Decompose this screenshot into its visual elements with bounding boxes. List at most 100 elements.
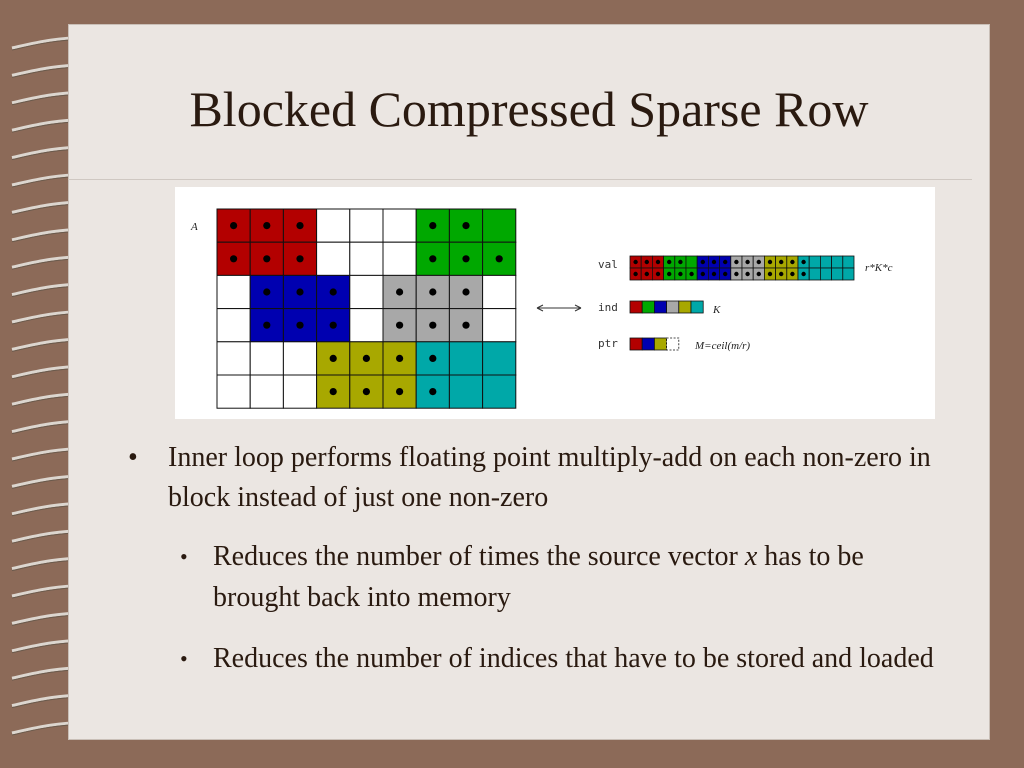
nonzero-dot [296,255,303,262]
nonzero-dot [363,355,370,362]
val-dot [712,272,716,276]
nonzero-dot [330,322,337,329]
nonzero-dot [396,388,403,395]
nonzero-dot [462,322,469,329]
ptr-cell-empty [667,338,679,350]
val-dot [723,260,727,264]
nonzero-dot [462,255,469,262]
ind-size-note: K [712,304,721,316]
matrix-cell [350,309,383,342]
val-cell [686,256,697,268]
ptr-cell [654,338,666,350]
bullet-dot: • [128,438,138,478]
matrix-cell [383,242,416,275]
val-dot [633,272,637,276]
val-array [630,256,854,280]
matrix-cell [483,309,516,342]
bullet-sub-2-text: Reduces the number of indices that have … [213,643,934,674]
nonzero-dot [429,388,436,395]
val-cell [843,268,854,280]
val-dot [745,272,749,276]
matrix-cell [483,275,516,308]
ind-cell [679,301,691,313]
val-dot [667,272,671,276]
nonzero-dot [263,288,270,295]
bullet-sub-1-variable: x [745,541,757,572]
nonzero-dot [396,355,403,362]
val-dot [768,272,772,276]
title-divider [68,179,972,180]
nonzero-dot [429,255,436,262]
val-cell [809,256,820,268]
nonzero-dot [263,322,270,329]
val-dot [667,260,671,264]
val-dot [678,272,682,276]
val-dot [656,260,660,264]
bullet-main: • Inner loop performs floating point mul… [128,438,938,518]
nonzero-dot [263,222,270,229]
bullet-dot: • [180,638,188,679]
nonzero-dot [296,288,303,295]
val-dot [712,260,716,264]
val-dot [633,260,637,264]
matrix-cell [350,275,383,308]
val-dot [734,272,738,276]
ind-label: ind [598,301,618,314]
matrix-cell [483,342,516,375]
val-dot [645,272,649,276]
matrix-cell [250,375,283,408]
ind-cell [630,301,642,313]
matrix-cell [283,342,316,375]
val-dot [801,272,805,276]
ind-cell [642,301,654,313]
val-cell [809,268,820,280]
nonzero-dot [429,322,436,329]
ind-cell [654,301,666,313]
val-dot [801,260,805,264]
nonzero-dot [363,388,370,395]
nonzero-dot [429,222,436,229]
bcsr-diagram: A val r*K*c ind K ptr M=ceil(m/r) [175,187,935,419]
val-dot [779,272,783,276]
matrix-cell [217,309,250,342]
val-dot [790,260,794,264]
ptr-array [630,338,679,350]
nonzero-dot [429,355,436,362]
matrix-cell [449,375,482,408]
val-dot [768,260,772,264]
matrix-cell [483,209,516,242]
nonzero-dot [230,255,237,262]
bullet-sub-2: • Reduces the number of indices that hav… [128,638,938,679]
matrix-cell [350,209,383,242]
ind-cell [691,301,703,313]
matrix-cell [483,375,516,408]
val-dot [656,272,660,276]
matrix-cell [217,375,250,408]
ptr-cell [630,338,642,350]
val-cell [820,268,831,280]
nonzero-dot [330,355,337,362]
ptr-size-note: M=ceil(m/r) [694,340,750,352]
matrix-cell [217,275,250,308]
bullet-main-text: Inner loop performs floating point multi… [168,442,931,513]
val-dot [757,272,761,276]
sparse-matrix-grid [217,209,516,408]
nonzero-dot [263,255,270,262]
ptr-cell [642,338,654,350]
val-dot [734,260,738,264]
val-label: val [598,258,618,271]
nonzero-dot [330,388,337,395]
ptr-label: ptr [598,337,618,350]
matrix-cell [317,242,350,275]
nonzero-dot [429,288,436,295]
val-dot [701,260,705,264]
matrix-cell [250,342,283,375]
val-cell [820,256,831,268]
ind-array [630,301,703,313]
val-size-note: r*K*c [865,262,893,274]
nonzero-dot [396,288,403,295]
matrix-cell [217,342,250,375]
val-dot [689,272,693,276]
nonzero-dot [330,288,337,295]
nonzero-dot [230,222,237,229]
